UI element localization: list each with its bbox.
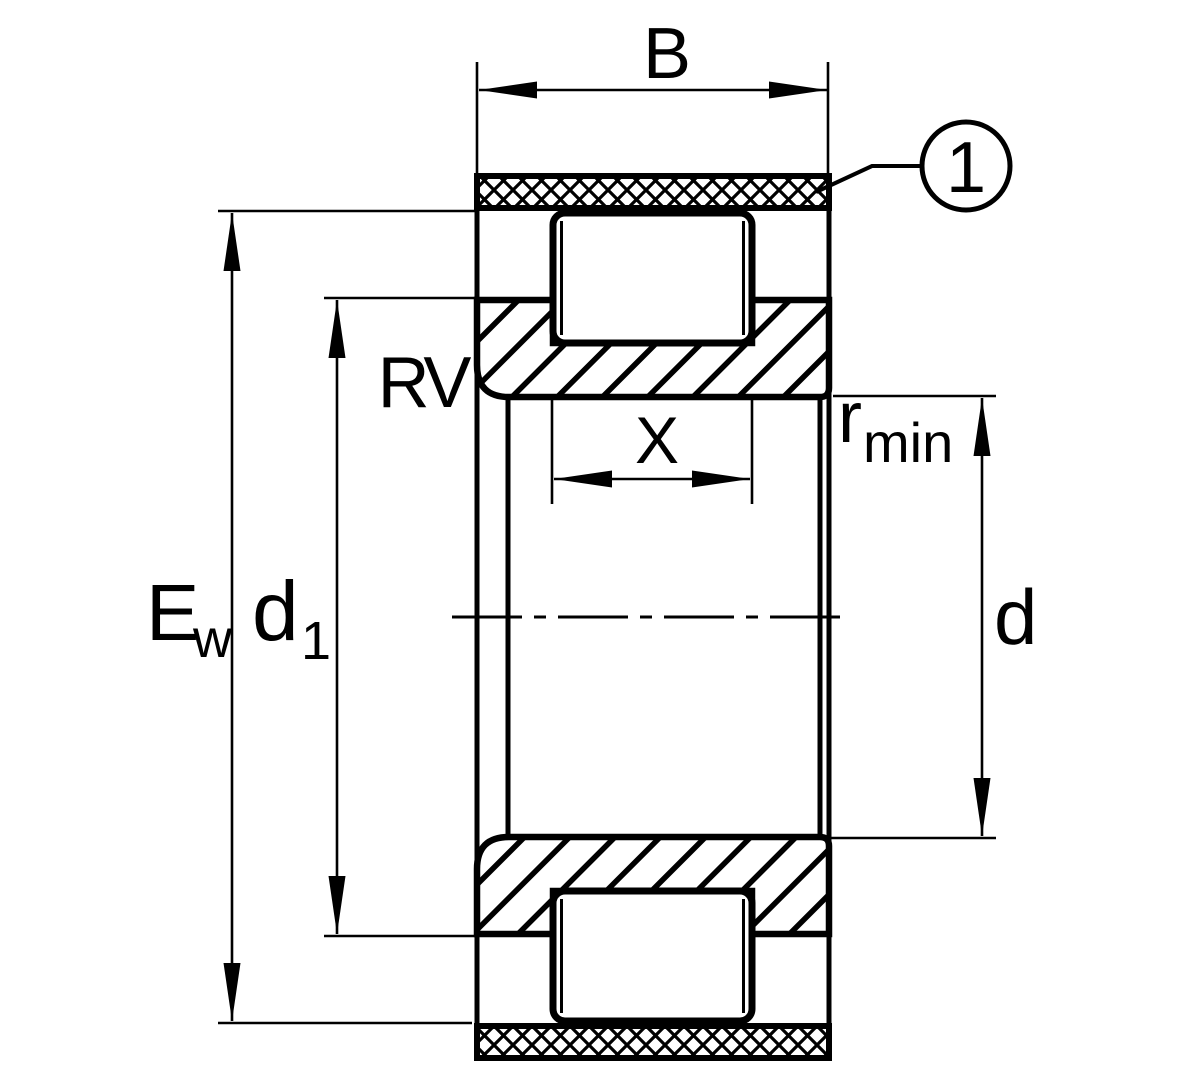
inner-ring-lower-section: [473, 833, 833, 938]
inner-ring-upper-section: [473, 296, 833, 401]
label-chamfer-r-base: r: [838, 378, 862, 458]
label-roller-dim-x: X: [635, 403, 679, 477]
arrowhead-d1-bottom: [328, 876, 346, 934]
retaining-band-top-hatch: [474, 173, 832, 211]
dimension-d: [824, 394, 996, 840]
dimension-B: [475, 62, 830, 173]
roller-upper: [549, 209, 756, 347]
arrowhead-x-left: [554, 470, 612, 488]
dimension-d1: [324, 296, 477, 938]
label-rib-d1-base: d: [252, 564, 299, 658]
label-raceway-ew-sub: w: [192, 609, 233, 669]
label-width-b: B: [643, 14, 691, 94]
retaining-band-bottom-hatch: [474, 1023, 832, 1061]
arrowhead-d-top: [973, 398, 991, 456]
retaining-band-top: [474, 173, 832, 211]
label-raceway-ew-base: E: [146, 568, 199, 657]
label-rib-d1-sub: 1: [301, 611, 331, 671]
arrowhead-ew-bottom: [223, 963, 241, 1021]
label-chamfer-r-sub: min: [863, 411, 953, 474]
callout-1: 1: [815, 119, 1013, 213]
dimension-X: [550, 399, 754, 504]
label-roller-set-rv: RV: [378, 343, 472, 423]
arrowhead-b-right: [769, 81, 827, 99]
dimension-Ew: [218, 209, 475, 1025]
roller-silhouette-lines: [560, 221, 745, 1013]
label-bore-d: d: [994, 573, 1037, 661]
arrowhead-d-bottom: [973, 778, 991, 836]
retaining-band-bottom: [474, 1023, 832, 1061]
callout-1-circle: [919, 119, 1013, 213]
arrowhead-d1-top: [328, 300, 346, 358]
roller-lower: [549, 887, 756, 1025]
callout-1-leader: [815, 164, 921, 194]
arrowhead-b-left: [479, 81, 537, 99]
arrowhead-x-right: [692, 470, 750, 488]
arrowhead-ew-top: [223, 213, 241, 271]
callout-1-label: 1: [946, 128, 986, 208]
